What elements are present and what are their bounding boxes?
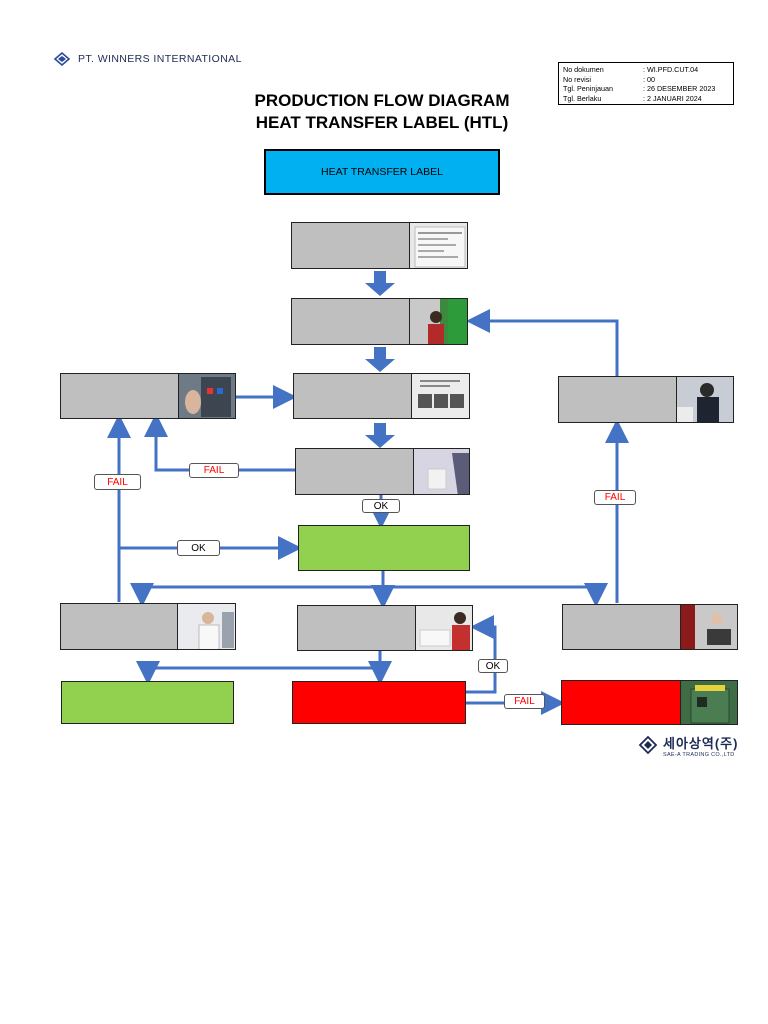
- ok-label-hold: OK: [478, 659, 508, 673]
- company-name: PT. WINNERS INTERNATIONAL: [78, 53, 242, 65]
- inspection-photo-image: [427, 453, 469, 494]
- machine-photo-image: [185, 377, 231, 417]
- worker-photo-image: [410, 299, 467, 344]
- rework-photo-image: [681, 605, 731, 649]
- process-box-final-check: [297, 605, 416, 651]
- final-check-photo: [415, 605, 473, 651]
- document-photo-image: [414, 226, 466, 268]
- labels-photo: [411, 373, 470, 419]
- reject-area-photo: [680, 680, 738, 725]
- page-title: PRODUCTION FLOW DIAGRAM: [254, 91, 510, 110]
- process-box-pressing: [293, 373, 412, 419]
- pass-box-finished: [61, 681, 234, 724]
- machine-photo: [178, 373, 236, 419]
- document-info-box: No dokumen: WI.PFD.CUT.04 No revisi: 00 …: [558, 62, 734, 105]
- reject-box-hold: [292, 681, 466, 724]
- reject-box-scrap: [561, 680, 681, 725]
- sae-a-logo-text: 세아상역(주) SAE-A TRADING CO.,LTD: [663, 733, 738, 758]
- ok-label-lab: OK: [177, 540, 220, 556]
- process-box-receiving: [291, 222, 410, 269]
- reject-area-photo-image: [690, 685, 730, 724]
- process-box-rework: [562, 604, 681, 650]
- sae-a-name: 세아상역(주): [663, 736, 739, 751]
- worker-photo: [409, 298, 468, 345]
- operator-photo: [676, 376, 734, 423]
- start-node: HEAT TRANSFER LABEL: [264, 149, 500, 195]
- page-subtitle: HEAT TRANSFER LABEL (HTL): [255, 113, 509, 132]
- ok-label-inspection: OK: [362, 499, 400, 513]
- process-box-inspection: [295, 448, 414, 495]
- doc-row: Tgl. Berlaku: 2 JANUARI 2024: [563, 93, 702, 103]
- sae-a-logo-icon: [638, 735, 658, 754]
- labels-photo-image: [418, 380, 464, 408]
- process-box-preparation: [291, 298, 410, 345]
- fail-label-hold: FAIL: [504, 694, 545, 709]
- process-box-repair: [558, 376, 677, 423]
- operator-photo-image: [677, 383, 719, 422]
- pass-box-approved: [298, 525, 470, 571]
- sae-a-logo: 세아상역(주) SAE-A TRADING CO.,LTD: [637, 733, 738, 758]
- process-box-machine-setting: [60, 373, 179, 419]
- block-arrows: [365, 271, 395, 448]
- lab-photo: [177, 603, 236, 650]
- doc-row: No dokumen: WI.PFD.CUT.04: [563, 65, 699, 74]
- fail-label-rework: FAIL: [594, 490, 636, 505]
- doc-row: Tgl. Peninjauan: 26 DESEMBER 2023: [563, 84, 716, 94]
- lab-photo-image: [198, 612, 234, 649]
- company-brand: PT. WINNERS INTERNATIONAL: [52, 52, 242, 66]
- fail-label-inspection: FAIL: [189, 463, 239, 478]
- final-check-photo-image: [419, 612, 470, 650]
- document-photo: [409, 222, 468, 269]
- fail-label-lab: FAIL: [94, 474, 141, 490]
- sae-a-subtitle: SAE-A TRADING CO.,LTD: [663, 752, 735, 758]
- inspection-photo: [413, 448, 470, 495]
- doc-row: No revisi: 00: [563, 74, 655, 84]
- process-box-lab-test: [60, 603, 178, 650]
- rework-photo: [680, 604, 738, 650]
- company-logo-icon: [53, 52, 71, 66]
